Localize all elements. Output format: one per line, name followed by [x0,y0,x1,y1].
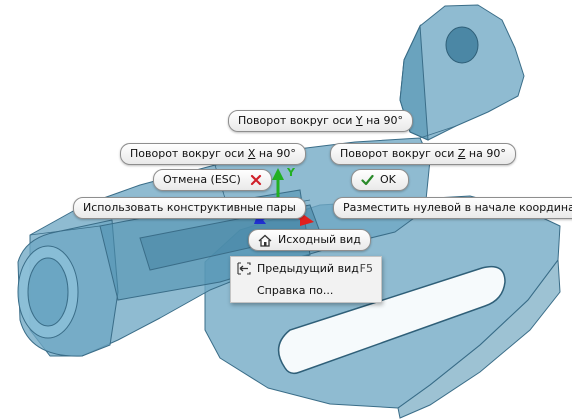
home-view-label: Исходный вид [278,233,361,246]
rotate-x-axis: X [247,147,256,160]
place-origin-button[interactable]: Разместить нулевой в начале координат [333,197,572,219]
rotate-y-axis: Y [355,114,363,127]
home-view-button[interactable]: Исходный вид [248,229,371,251]
previous-view-icon [237,262,251,275]
rotate-y-label: Поворот вокруг оси [238,114,356,127]
rotate-z-label: Поворот вокруг оси [340,147,458,160]
cancel-button[interactable]: Отмена (ESC) [153,169,273,191]
place-origin-label: Разместить нулевой в начале координат [343,201,572,214]
rotate-x-suffix: на 90° [255,147,296,160]
use-constraints-label: Использовать конструктивные пары [83,201,296,214]
rotate-z-button[interactable]: Поворот вокруг оси Z на 90° [330,143,516,165]
rotate-y-button[interactable]: Поворот вокруг оси Y на 90° [228,110,414,132]
menu-item-help[interactable]: Справка по... [231,280,381,301]
checkmark-icon [361,174,374,186]
ok-label: OK [380,173,396,186]
help-label: Справка по... [257,284,334,297]
context-menu: Предыдущий вид F5 Справка по... [230,256,382,303]
ok-button[interactable]: OK [351,169,409,191]
use-constraints-button[interactable]: Использовать конструктивные пары [73,197,306,219]
rotate-z-suffix: на 90° [465,147,506,160]
triad-y-label: Y [286,166,296,179]
previous-view-shortcut: F5 [359,262,373,275]
cancel-label: Отмена (ESC) [163,173,241,186]
home-icon [258,234,272,247]
previous-view-label: Предыдущий вид [257,262,359,275]
rotate-y-suffix: на 90° [362,114,404,127]
rotate-z-axis: Z [457,147,466,160]
rotate-x-button[interactable]: Поворот вокруг оси X на 90° [120,143,306,165]
menu-item-previous-view[interactable]: Предыдущий вид F5 [231,258,381,279]
close-icon [251,174,262,186]
rotate-x-label: Поворот вокруг оси [130,147,248,160]
